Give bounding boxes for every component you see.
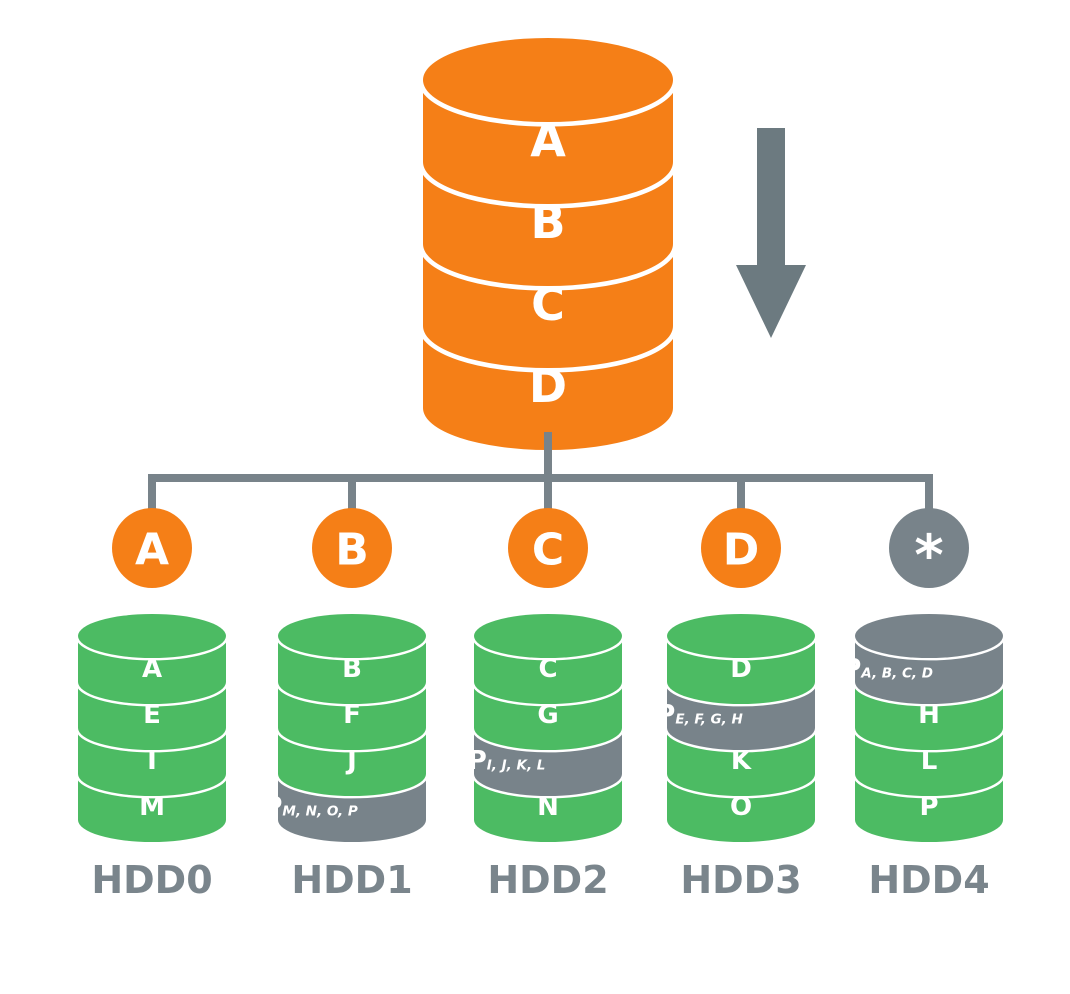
disk-name: HDD0 (91, 858, 212, 902)
token-circle (312, 508, 392, 588)
cylinder-band (855, 636, 1003, 704)
band-label: O (730, 792, 752, 822)
token-b: B (312, 508, 392, 588)
parity-subscript: M, N, O, P (282, 804, 357, 820)
cylinder-band (667, 682, 815, 750)
token-label: D (723, 525, 760, 576)
band-label: F (343, 700, 361, 730)
cylinder-band (78, 636, 226, 704)
token-label: A (135, 525, 169, 576)
cylinder-band (78, 728, 226, 796)
connector-lines (148, 432, 933, 510)
cylinder-band (474, 728, 622, 796)
parity-subscript: I, J, K, L (487, 758, 546, 774)
token-parity: * (889, 508, 969, 589)
band-label: B (342, 654, 362, 684)
cylinder-band (667, 636, 815, 704)
band-label: K (731, 746, 752, 776)
band-label: C (538, 654, 557, 684)
token-a: A (112, 508, 192, 588)
cylinder-top (855, 614, 1003, 658)
band-label: D (730, 654, 752, 684)
token-label: * (914, 524, 943, 589)
cylinder-band (855, 728, 1003, 796)
token-d: D (701, 508, 781, 588)
cylinder-band (474, 636, 622, 704)
band-label: J (345, 746, 357, 776)
band-label: N (537, 792, 559, 822)
cylinder-band (474, 682, 622, 750)
disk-name: HDD2 (487, 858, 608, 902)
cylinder-top (278, 614, 426, 658)
band-label: E (143, 700, 161, 730)
cylinder-band (423, 244, 673, 368)
cylinder-band (423, 80, 673, 204)
token-c: C (508, 508, 588, 588)
cylinder-band (667, 774, 815, 842)
disk-name: HDD3 (680, 858, 801, 902)
token-circle (701, 508, 781, 588)
band-label: M (139, 792, 165, 822)
band-label: H (918, 700, 940, 730)
band-label: I (147, 746, 157, 776)
disk-name: HDD4 (868, 858, 989, 902)
down-arrow-icon (736, 128, 806, 338)
cylinder-band (667, 728, 815, 796)
token-circle (508, 508, 588, 588)
cylinder-top (78, 614, 226, 658)
cylinder-band (278, 636, 426, 704)
cylinder-band (423, 326, 673, 450)
band-label: P (919, 792, 938, 822)
band-label: G (537, 700, 558, 730)
token-circle (112, 508, 192, 588)
token-label: B (335, 525, 369, 576)
parity-subscript: E, F, G, H (675, 712, 743, 728)
cylinder-band (474, 774, 622, 842)
cylinder-band (423, 162, 673, 286)
cylinder-top (474, 614, 622, 658)
disk-name: HDD1 (291, 858, 412, 902)
cylinder-band (78, 682, 226, 750)
cylinder-band (855, 774, 1003, 842)
cylinder-band (278, 728, 426, 796)
cylinder-top (423, 38, 673, 122)
token-circle (889, 508, 969, 588)
parity-subscript: A, B, C, D (860, 666, 933, 682)
cylinder-band (278, 682, 426, 750)
band-label: A (142, 654, 162, 684)
band-label: L (921, 746, 938, 776)
token-label: C (532, 525, 564, 576)
cylinder-band (78, 774, 226, 842)
cylinder-top (667, 614, 815, 658)
cylinder-band (855, 682, 1003, 750)
cylinder-band (278, 774, 426, 842)
